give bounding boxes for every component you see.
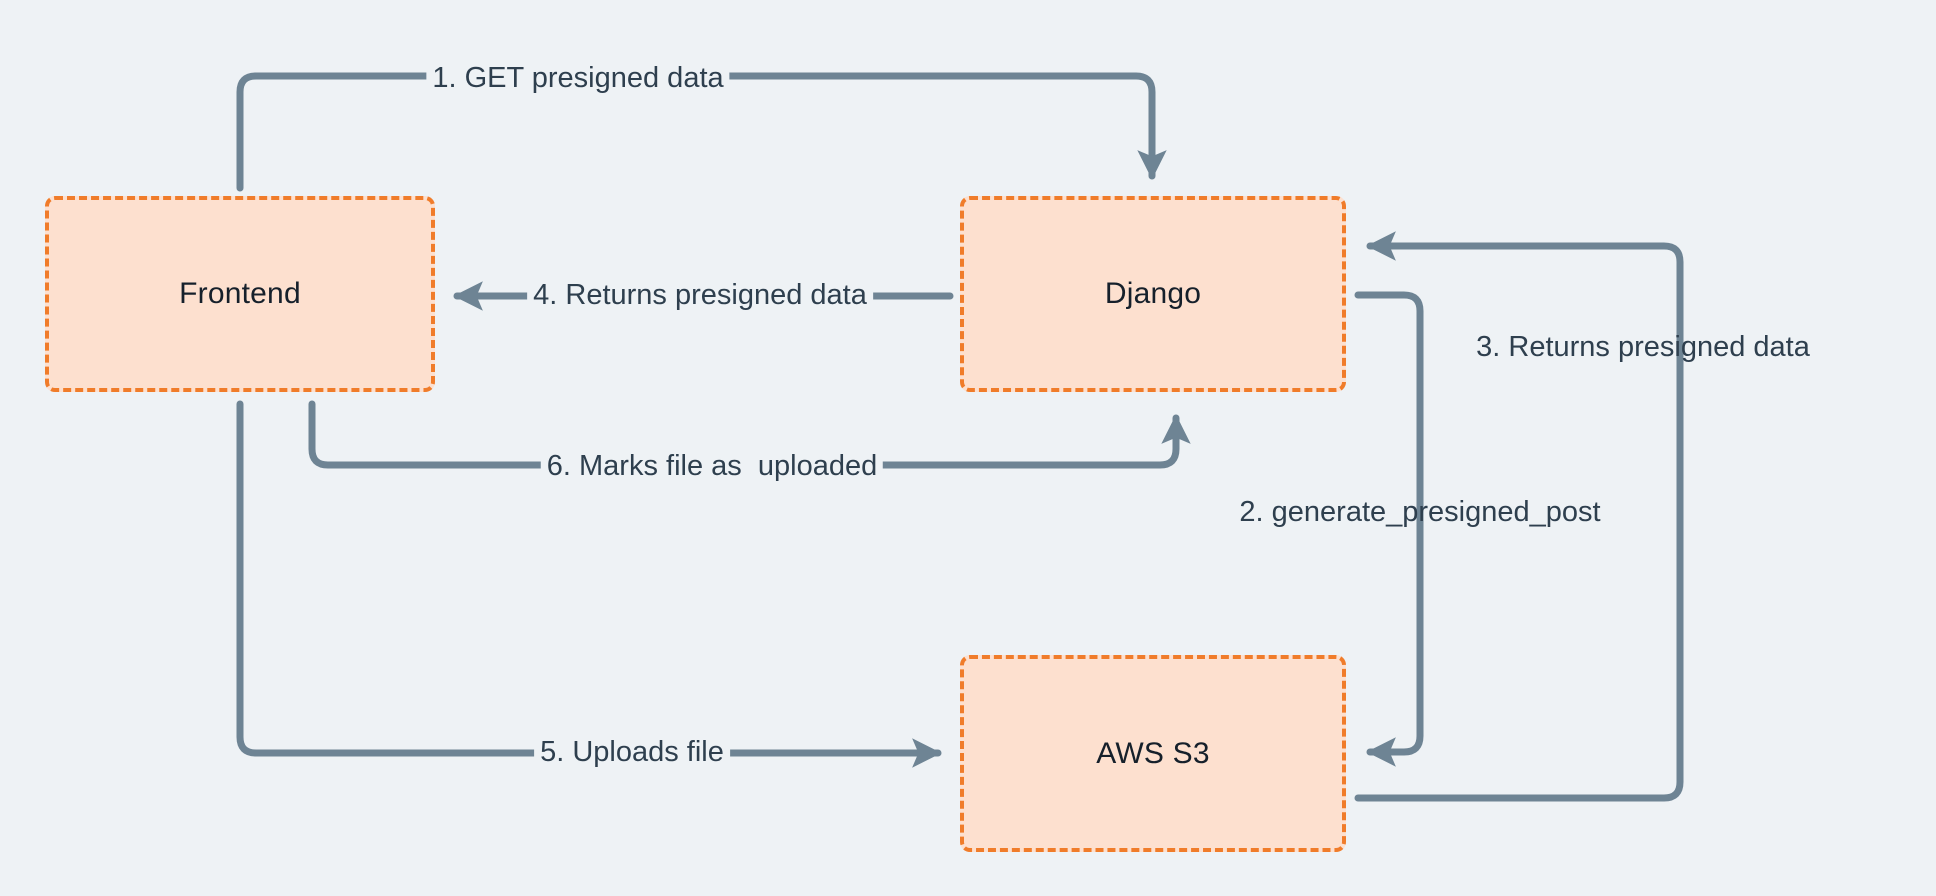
node-frontend[interactable]: Frontend [45,196,435,392]
edge-label-2: 2. generate_presigned_post [1239,496,1601,529]
edge-label-4: 4. Returns presigned data [527,278,873,314]
edge-5-path [236,400,942,768]
edge-label-3: 3. Returns presigned data [1476,331,1810,364]
edge-label-6: 6. Marks file as uploaded [540,449,884,485]
edge-2-path [1354,291,1424,767]
node-django-label: Django [1104,277,1202,310]
node-frontend-label: Frontend [179,277,301,310]
edge-label-1: 1. GET presigned data [426,61,730,97]
node-aws-s3[interactable]: AWS S3 [960,655,1346,852]
edge-label-5: 5. Uploads file [534,735,730,771]
node-aws-s3-label: AWS S3 [1096,736,1210,770]
edge-3-path [1354,231,1684,802]
node-django[interactable]: Django [960,196,1346,392]
